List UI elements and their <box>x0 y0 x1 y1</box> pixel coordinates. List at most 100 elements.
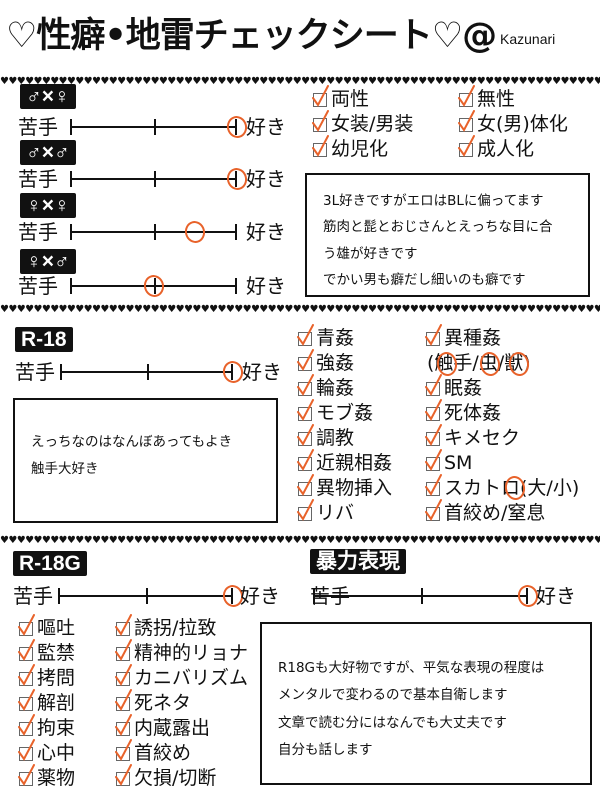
checklist-label: 女(男)体化 <box>477 113 568 135</box>
checklist-label: 死体姦 <box>444 402 502 424</box>
checklist-label: 嘔吐 <box>37 617 76 639</box>
scale-tick <box>235 119 237 135</box>
author-name: Kazunari <box>500 31 556 47</box>
checklist-item[interactable]: 強姦 <box>297 349 355 376</box>
scale-low-label: 苦手 <box>18 220 58 244</box>
checklist-label: 拘束 <box>37 717 76 739</box>
check-mark-icon <box>18 639 35 661</box>
checklist-label: カニバリズム <box>134 667 249 689</box>
checklist-item[interactable]: 欠損/切断 <box>115 764 216 791</box>
check-mark-icon <box>297 474 314 496</box>
checklist-item[interactable]: 青姦 <box>297 324 354 351</box>
checklist-label: 異種姦 <box>444 327 502 349</box>
checklist-item[interactable]: 調教 <box>297 424 354 451</box>
checklist-item[interactable]: モブ姦 <box>297 399 373 426</box>
checklist-item[interactable]: 輪姦 <box>297 374 355 401</box>
scale-high-label: 好き <box>246 274 286 298</box>
checklist-label: 首絞め <box>134 742 192 764</box>
checklist-item[interactable]: スカトロ(大/小) <box>425 474 580 502</box>
checklist-item[interactable]: 拘束 <box>18 714 76 741</box>
checklist-item[interactable]: 異物挿入 <box>297 474 392 501</box>
comment-line: R18Gも大好物ですが、平気な表現の程度は <box>278 660 545 676</box>
checklist-item[interactable]: リバ <box>297 499 355 526</box>
checklist-label: 強姦 <box>316 352 355 374</box>
rating-scale[interactable]: 苦手 好き <box>0 358 600 386</box>
check-mark-icon <box>297 499 314 521</box>
checklist-item[interactable]: 異種姦 <box>425 324 502 351</box>
check-mark-icon <box>18 764 35 786</box>
checklist-label: 輪姦 <box>316 377 355 399</box>
r18g-label: R-18G <box>13 551 87 576</box>
rating-scale[interactable]: 苦手 好き <box>0 113 600 141</box>
checklist-label: スカトロ(大/小) <box>444 477 580 499</box>
check-mark-icon <box>297 349 314 371</box>
comment-line: 自分も話します <box>278 742 373 758</box>
checklist-label: リバ <box>316 502 355 524</box>
check-mark-icon <box>18 689 35 711</box>
checklist-item[interactable]: 女(男)体化 <box>458 110 568 137</box>
comment-line: う雄が好きです <box>323 246 418 262</box>
checklist-item[interactable]: 精神的リョナ <box>115 639 248 666</box>
rating-scale[interactable]: 苦手 好き <box>0 218 600 246</box>
rating-scale[interactable]: 苦手 好き <box>0 582 600 610</box>
checklist-label: 首絞め/窒息 <box>444 502 546 524</box>
checklist-item[interactable]: 薬物 <box>18 764 75 791</box>
checklist-item[interactable]: 幼児化 <box>312 135 388 162</box>
scale-tick <box>235 224 237 240</box>
scale-tick <box>70 278 72 294</box>
checklist-item[interactable]: 無性 <box>458 85 515 112</box>
scale-tick <box>70 224 72 240</box>
comment-line: 触手大好き <box>31 461 99 477</box>
checklist-item[interactable]: 女装/男装 <box>312 110 414 137</box>
checklist-item[interactable]: 内蔵露出 <box>115 714 210 741</box>
checklist-label: 女装/男装 <box>331 113 414 135</box>
scale-low-label: 苦手 <box>15 360 55 384</box>
check-mark-icon <box>115 714 132 736</box>
checklist-item[interactable]: カニバリズム <box>115 664 249 691</box>
checklist-item[interactable]: 眠姦 <box>425 374 483 401</box>
checklist-label: 眠姦 <box>444 377 483 399</box>
checklist-item[interactable]: 心中 <box>18 739 75 766</box>
checklist-item[interactable]: 誘拐/拉致 <box>115 614 216 641</box>
scale-low-label: 苦手 <box>18 167 58 191</box>
checklist-item[interactable]: 首絞め/窒息 <box>425 499 546 526</box>
scale-tick <box>153 224 156 240</box>
scale-tick <box>235 278 237 294</box>
pairing-label: ♀×♀ <box>20 193 76 218</box>
comment-line: メンタルで変わるので基本自衛します <box>278 687 508 703</box>
comment-line: でかい男も癖だし細いのも癖です <box>323 272 526 288</box>
check-mark-icon <box>425 374 442 396</box>
rating-marker[interactable] <box>140 272 167 300</box>
scale-tick <box>235 171 237 187</box>
checklist-item[interactable]: 嘔吐 <box>18 614 76 641</box>
sub-options: (触手/虫/獣) <box>427 350 531 378</box>
scale-tick <box>70 119 72 135</box>
scale-high-label: 好き <box>246 115 286 139</box>
heart-divider: ♥♥♥♥♥♥♥♥♥♥♥♥♥♥♥♥♥♥♥♥♥♥♥♥♥♥♥♥♥♥♥♥♥♥♥♥♥♥♥♥… <box>0 304 600 315</box>
check-mark-icon <box>297 324 314 346</box>
checklist-label: 拷問 <box>37 667 76 689</box>
r18-label: R-18 <box>15 327 73 352</box>
rating-scale[interactable]: 苦手 好き <box>0 272 600 300</box>
checklist-item[interactable]: 成人化 <box>458 135 534 162</box>
checklist-item[interactable]: 監禁 <box>18 639 75 666</box>
rating-scale[interactable]: 苦手 好き <box>0 165 600 193</box>
checklist-item[interactable]: 解剖 <box>18 689 75 716</box>
checklist-item[interactable]: SM <box>425 449 472 476</box>
check-mark-icon <box>425 324 442 346</box>
pairing-label: ♂×♀ <box>20 84 76 109</box>
check-mark-icon <box>312 110 329 132</box>
checklist-item[interactable]: 拷問 <box>18 664 76 691</box>
checklist-item[interactable]: 両性 <box>312 85 369 112</box>
checklist-item[interactable]: キメセク <box>425 424 520 451</box>
rating-marker[interactable] <box>182 218 208 246</box>
checklist-item[interactable]: 死ネタ <box>115 689 191 716</box>
checklist-item[interactable]: 死体姦 <box>425 399 502 426</box>
scale-tick <box>231 364 233 380</box>
scale-low-label: 苦手 <box>18 274 58 298</box>
heart-divider: ♥♥♥♥♥♥♥♥♥♥♥♥♥♥♥♥♥♥♥♥♥♥♥♥♥♥♥♥♥♥♥♥♥♥♥♥♥♥♥♥… <box>0 535 600 546</box>
checklist-item[interactable]: 近親相姦 <box>297 449 392 476</box>
check-mark-icon <box>18 739 35 761</box>
checklist-item[interactable]: 首絞め <box>115 739 192 766</box>
rating-scale[interactable]: 苦手 好き <box>0 582 600 610</box>
